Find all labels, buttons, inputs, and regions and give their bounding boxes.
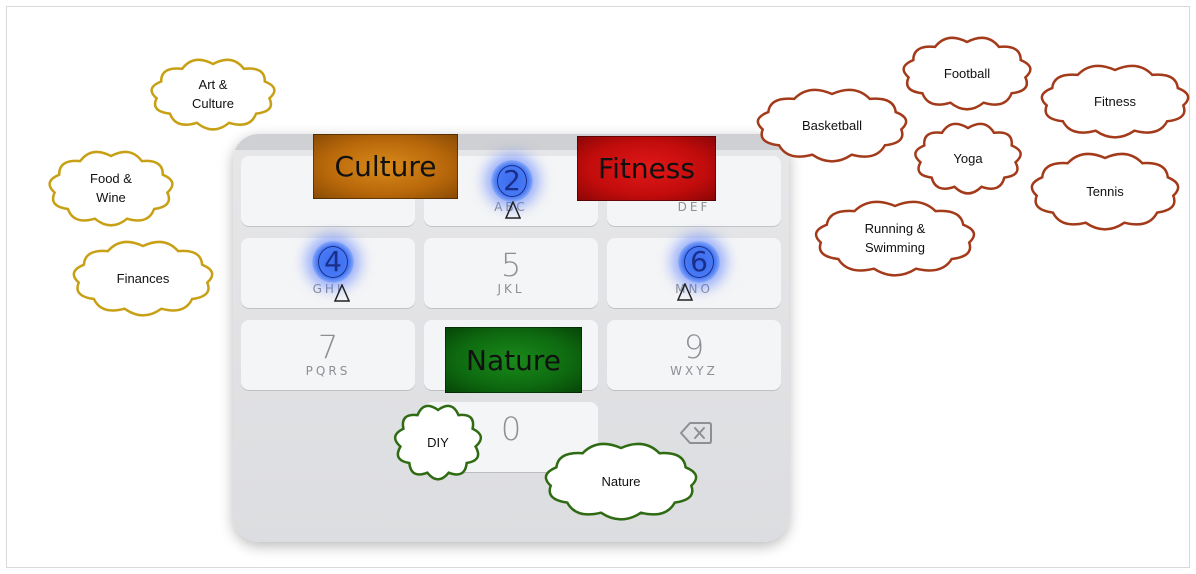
- cloud-shape: [150, 58, 276, 131]
- key-letters: PQRS: [305, 364, 351, 378]
- category-culture: Culture: [313, 134, 458, 199]
- cloud-label: Nature: [601, 473, 641, 489]
- key-digit: 5: [500, 246, 522, 284]
- cloud-shape: [756, 88, 908, 163]
- key-letters: WXYZ: [670, 364, 718, 378]
- key-letters: DEF: [677, 200, 711, 214]
- tap-cursor-icon: [334, 284, 350, 302]
- cloud-label: Food & Wine: [90, 171, 132, 205]
- key-digit: 7: [317, 328, 339, 366]
- highlight-ring: [684, 246, 714, 278]
- cloud-outline: [914, 122, 1022, 195]
- cloud-outline: [150, 58, 276, 131]
- cloud-shape: [1040, 64, 1190, 139]
- cloud-outline: [393, 404, 483, 481]
- cloud-label: Football: [943, 65, 991, 81]
- cloud-outline: [1040, 64, 1190, 139]
- cloud-shape: [902, 36, 1032, 111]
- cloud-running-swimming: Running & Swimming: [812, 198, 978, 278]
- category-fitness: Fitness: [577, 136, 716, 201]
- cloud-shape: [72, 240, 214, 317]
- key-letters: MNO: [675, 282, 713, 296]
- cloud-food-wine: Food & Wine: [46, 148, 176, 228]
- cloud-outline: [902, 36, 1032, 111]
- cloud-label: Fitness: [1094, 93, 1136, 109]
- cloud-shape: [48, 150, 174, 227]
- tap-cursor-icon: [505, 201, 521, 219]
- highlight-key-4: 4: [312, 241, 354, 283]
- delete-key[interactable]: [679, 420, 713, 451]
- cloud-fitness: Fitness: [1038, 62, 1192, 140]
- key-digit: 0: [500, 410, 522, 448]
- cloud-football: Football: [900, 34, 1034, 112]
- cloud-label: Finances: [116, 270, 170, 286]
- cloud-label: Basketball: [802, 117, 862, 133]
- key-5[interactable]: 5 JKL: [424, 238, 598, 308]
- backspace-icon: [680, 422, 712, 444]
- key-letters: JKL: [497, 282, 525, 296]
- cloud-diy: DIY: [392, 402, 484, 482]
- tap-cursor-icon: [677, 283, 693, 301]
- cloud-art-culture: Art & Culture: [148, 56, 278, 132]
- key-9[interactable]: 9 WXYZ: [607, 320, 781, 390]
- cloud-shape: [914, 122, 1022, 195]
- cloud-label: DIY: [427, 434, 449, 450]
- figure-frame: [6, 6, 1190, 568]
- highlight-digit: 2: [503, 164, 521, 197]
- cloud-basketball: Basketball: [754, 86, 910, 164]
- cloud-shape: [393, 404, 483, 481]
- key-digit: 9: [683, 328, 705, 366]
- key-letters: GHI: [312, 282, 344, 296]
- cloud-label: Tennis: [1086, 183, 1124, 199]
- cloud-outline: [48, 150, 174, 227]
- cloud-outline: [544, 442, 698, 521]
- highlight-ring: [497, 165, 527, 197]
- cloud-tennis: Tennis: [1028, 150, 1182, 232]
- cloud-outline: [756, 88, 908, 163]
- cloud-shape: [1030, 152, 1180, 231]
- cloud-nature: Nature: [542, 440, 700, 522]
- cloud-yoga: Yoga: [912, 120, 1024, 196]
- cloud-shape: [814, 200, 976, 277]
- category-nature: Nature: [445, 327, 582, 393]
- cloud-outline: [72, 240, 214, 317]
- cloud-label: Art & Culture: [192, 77, 234, 111]
- highlight-digit: 6: [690, 245, 708, 278]
- cloud-label: Yoga: [953, 150, 983, 166]
- highlight-digit: 4: [324, 245, 342, 278]
- cloud-finances: Finances: [70, 238, 216, 318]
- key-7[interactable]: 7 PQRS: [241, 320, 415, 390]
- cloud-outline: [814, 200, 976, 277]
- highlight-key-6: 6: [678, 241, 720, 283]
- cloud-outline: [1030, 152, 1180, 231]
- cloud-label: Running & Swimming: [864, 221, 926, 255]
- highlight-key-2: 2: [491, 160, 533, 202]
- highlight-ring: [318, 246, 348, 278]
- cloud-shape: [544, 442, 698, 521]
